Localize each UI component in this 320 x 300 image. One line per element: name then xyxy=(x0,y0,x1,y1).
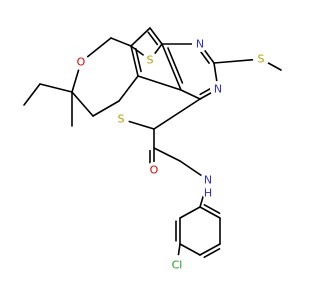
ring-nitrogen-bottom-label: N xyxy=(214,83,222,96)
bond-line xyxy=(153,147,181,162)
bond-line xyxy=(130,27,151,47)
bond-line xyxy=(180,89,201,100)
bond-line xyxy=(92,100,120,117)
double-bond-line xyxy=(203,204,221,214)
bond-line xyxy=(149,27,163,45)
bond-line xyxy=(23,83,41,106)
atom-pyran-oxygen: O xyxy=(73,54,89,70)
atom-ring-nitrogen-top: N xyxy=(192,36,208,52)
thiophene-sulfur-label: S xyxy=(147,54,154,67)
molecule-structure-diagram: S N S N O S O N xyxy=(23,27,282,275)
amide-nitrogen-label: N xyxy=(204,174,212,187)
atom-ring-nitrogen-bottom: N xyxy=(210,81,226,97)
methylthio-sulfur-label: S xyxy=(258,53,265,66)
carbonyl-oxygen-label: O xyxy=(150,164,159,177)
atom-carbonyl-oxygen: O xyxy=(146,162,162,178)
bond-line xyxy=(130,45,139,77)
double-bond-line xyxy=(134,47,142,73)
atom-methylthio-sulfur: S xyxy=(253,51,269,67)
pyran-oxygen-label: O xyxy=(77,56,86,69)
atom-chlorine: Cl xyxy=(167,255,187,275)
amide-hydrogen-label: H xyxy=(204,187,212,200)
ring-nitrogen-top-label: N xyxy=(196,38,204,51)
bond-line xyxy=(71,91,94,117)
atom-thiophene-sulfur: S xyxy=(142,52,158,68)
bond-line xyxy=(199,206,221,219)
double-bond-line xyxy=(147,31,159,46)
atom-labels: S N S N O S O N xyxy=(73,36,269,275)
bond-line xyxy=(179,206,201,219)
thioether-sulfur-label: S xyxy=(118,113,125,126)
atom-amide-nitrogen: N xyxy=(200,172,216,188)
bond-line xyxy=(153,98,201,130)
bond-line xyxy=(199,243,221,256)
bond-line xyxy=(39,83,73,93)
atom-amide-hydrogen: H xyxy=(202,187,214,200)
chlorine-label: Cl xyxy=(172,259,183,272)
atom-thioether-sulfur: S xyxy=(113,111,129,127)
double-bond-line xyxy=(203,248,221,258)
bond-line xyxy=(161,43,182,91)
bond-line xyxy=(179,243,201,256)
double-bond-line xyxy=(167,47,184,84)
bond-line xyxy=(118,75,139,102)
bond-line xyxy=(110,37,132,47)
bond-line xyxy=(137,75,182,91)
